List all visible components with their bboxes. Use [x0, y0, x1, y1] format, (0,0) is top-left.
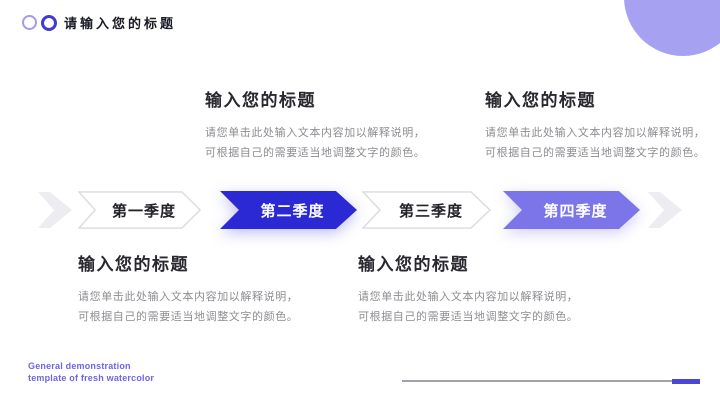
footer-caption-line2: template of fresh watercolor	[28, 373, 155, 383]
block-body-line: 请您单击此处输入文本内容加以解释说明，	[485, 127, 706, 139]
faint-chevron-icon-right	[648, 192, 682, 228]
block-body-line: 请您单击此处输入文本内容加以解释说明，	[78, 291, 299, 303]
block-body-line: 请您单击此处输入文本内容加以解释说明，	[358, 291, 579, 303]
decorative-circle	[624, 0, 720, 56]
footer-divider-accent	[672, 378, 700, 384]
timeline-step-q4[interactable]: 第四季度	[503, 191, 640, 229]
footer-caption-line1: General demonstration	[28, 361, 131, 371]
faint-chevron-icon-left	[38, 192, 72, 228]
block-body-line: 可根据自己的需要适当地调整文字的颜色。	[78, 311, 299, 323]
text-block-top-middle: 输入您的标题 请您单击此处输入文本内容加以解释说明， 可根据自己的需要适当地调整…	[205, 90, 455, 163]
timeline-step-label: 第一季度	[111, 202, 176, 220]
block-title: 输入您的标题	[358, 255, 469, 274]
block-title: 输入您的标题	[485, 91, 596, 110]
header-ring-icon-2	[41, 15, 57, 31]
timeline-step-q3[interactable]: 第三季度	[362, 191, 492, 229]
slide-title: 请输入您的标题	[64, 16, 177, 31]
header-ring-icon-1	[22, 15, 37, 30]
block-body-line: 请您单击此处输入文本内容加以解释说明，	[205, 127, 426, 139]
block-body-line: 可根据自己的需要适当地调整文字的颜色。	[205, 147, 426, 159]
timeline-step-label: 第三季度	[398, 202, 463, 220]
timeline-step-q1[interactable]: 第一季度	[78, 191, 202, 229]
text-block-bottom-left: 输入您的标题 请您单击此处输入文本内容加以解释说明， 可根据自己的需要适当地调整…	[78, 254, 328, 327]
footer-caption: General demonstration template of fresh …	[28, 360, 154, 384]
footer-divider-line	[402, 378, 700, 384]
block-title: 输入您的标题	[205, 91, 316, 110]
timeline-step-q2-active[interactable]: 第二季度	[220, 191, 357, 229]
timeline-step-label: 第四季度	[543, 202, 608, 220]
text-block-bottom-middle: 输入您的标题 请您单击此处输入文本内容加以解释说明， 可根据自己的需要适当地调整…	[358, 254, 608, 327]
timeline-step-label: 第二季度	[260, 202, 325, 220]
text-block-top-right: 输入您的标题 请您单击此处输入文本内容加以解释说明， 可根据自己的需要适当地调整…	[485, 90, 720, 163]
block-title: 输入您的标题	[78, 255, 189, 274]
block-body-line: 可根据自己的需要适当地调整文字的颜色。	[358, 311, 579, 323]
block-body-line: 可根据自己的需要适当地调整文字的颜色。	[485, 147, 706, 159]
